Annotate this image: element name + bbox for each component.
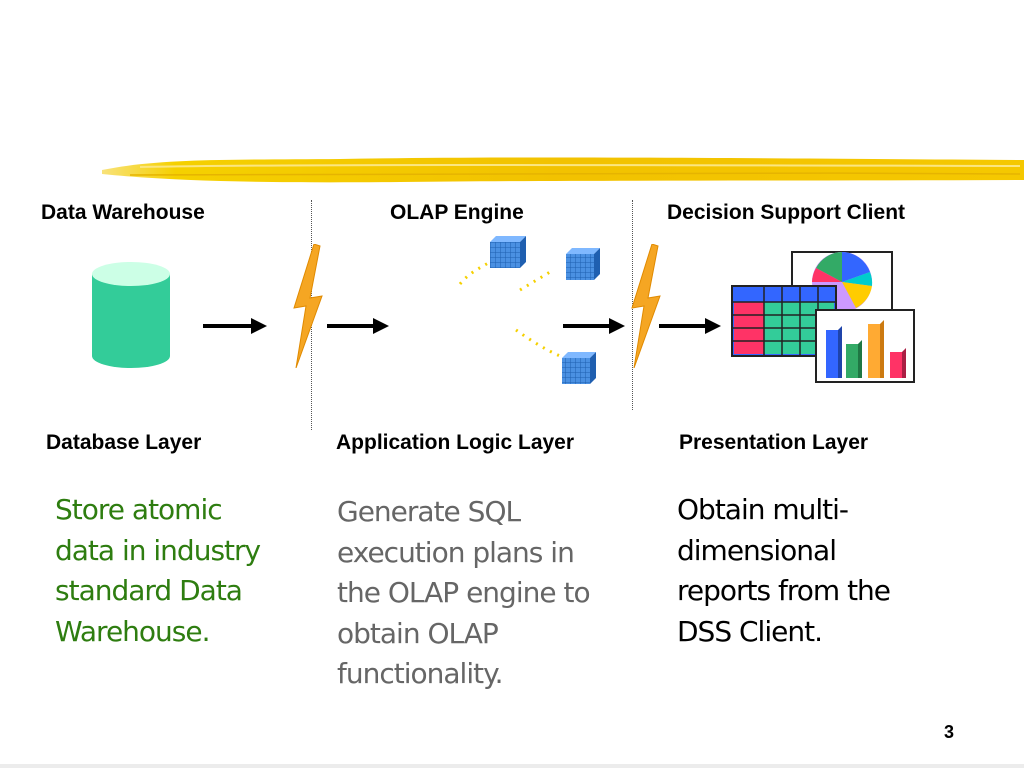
description-line: execution plans in [337, 535, 575, 569]
description-line: dimensional [677, 533, 837, 567]
description-application-logic: Generate SQL execution plans in the OLAP… [337, 492, 637, 695]
arrow-icon [659, 318, 721, 334]
lightning-icon [293, 244, 323, 368]
description-presentation: Obtain multi- dimensional reports from t… [677, 490, 947, 652]
cube-icon [490, 236, 526, 268]
highlighter-stroke [102, 157, 1024, 183]
olap-cubes [458, 236, 600, 384]
description-line: reports from the [677, 574, 891, 607]
description-line: obtain OLAP [337, 616, 499, 650]
description-database: Store atomic data in industry standard D… [55, 490, 305, 652]
description-line: Generate SQL [337, 495, 521, 528]
description-line: standard Data [55, 574, 243, 607]
header-data-warehouse: Data Warehouse [41, 201, 205, 224]
description-line: Obtain multi- [677, 493, 849, 526]
layer-label-database: Database Layer [46, 431, 202, 454]
arrow-icon [563, 318, 625, 334]
dss-client-graphic [731, 251, 915, 383]
header-decision-support-client: Decision Support Client [667, 201, 906, 224]
arrow-icon [203, 318, 267, 334]
bar-chart-icon [815, 309, 915, 383]
layer-label-presentation: Presentation Layer [679, 431, 869, 454]
layer-label-application-logic: Application Logic Layer [336, 431, 575, 454]
description-line: Store atomic [55, 493, 223, 526]
cube-icon [562, 352, 596, 384]
footer-line [0, 764, 1024, 768]
description-line: Warehouse. [55, 614, 211, 648]
description-line: functionality. [337, 657, 504, 690]
database-icon [92, 262, 170, 368]
lightning-icon [631, 244, 661, 368]
header-olap-engine: OLAP Engine [390, 201, 524, 224]
description-line: the OLAP engine to [337, 576, 591, 609]
page-number: 3 [944, 722, 955, 742]
cube-icon [566, 248, 600, 280]
description-line: data in industry [55, 533, 261, 567]
arrow-icon [327, 318, 389, 334]
description-line: DSS Client. [677, 614, 823, 648]
